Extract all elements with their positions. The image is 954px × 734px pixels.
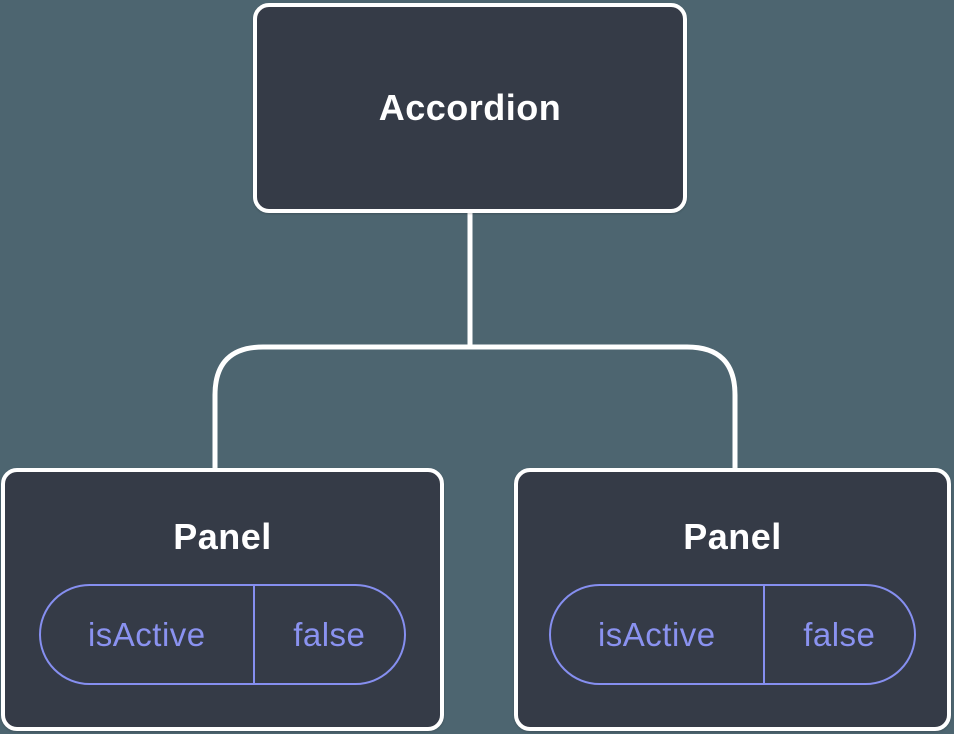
state-value: false — [252, 586, 404, 683]
panel-node-label: Panel — [683, 516, 782, 557]
state-key: isActive — [87, 615, 206, 653]
state-value: false — [762, 586, 914, 683]
state-pill: isActive false — [39, 584, 406, 685]
panel-node-right: Panel isActive false — [514, 468, 951, 731]
state-key: isActive — [597, 615, 716, 653]
accordion-node-label: Accordion — [378, 87, 562, 128]
state-pill: isActive false — [549, 584, 916, 685]
children-bracket-line — [212, 344, 738, 470]
panel-node-left: Panel isActive false — [1, 468, 444, 731]
panel-node-label: Panel — [173, 516, 272, 557]
accordion-node: Accordion — [253, 3, 687, 213]
